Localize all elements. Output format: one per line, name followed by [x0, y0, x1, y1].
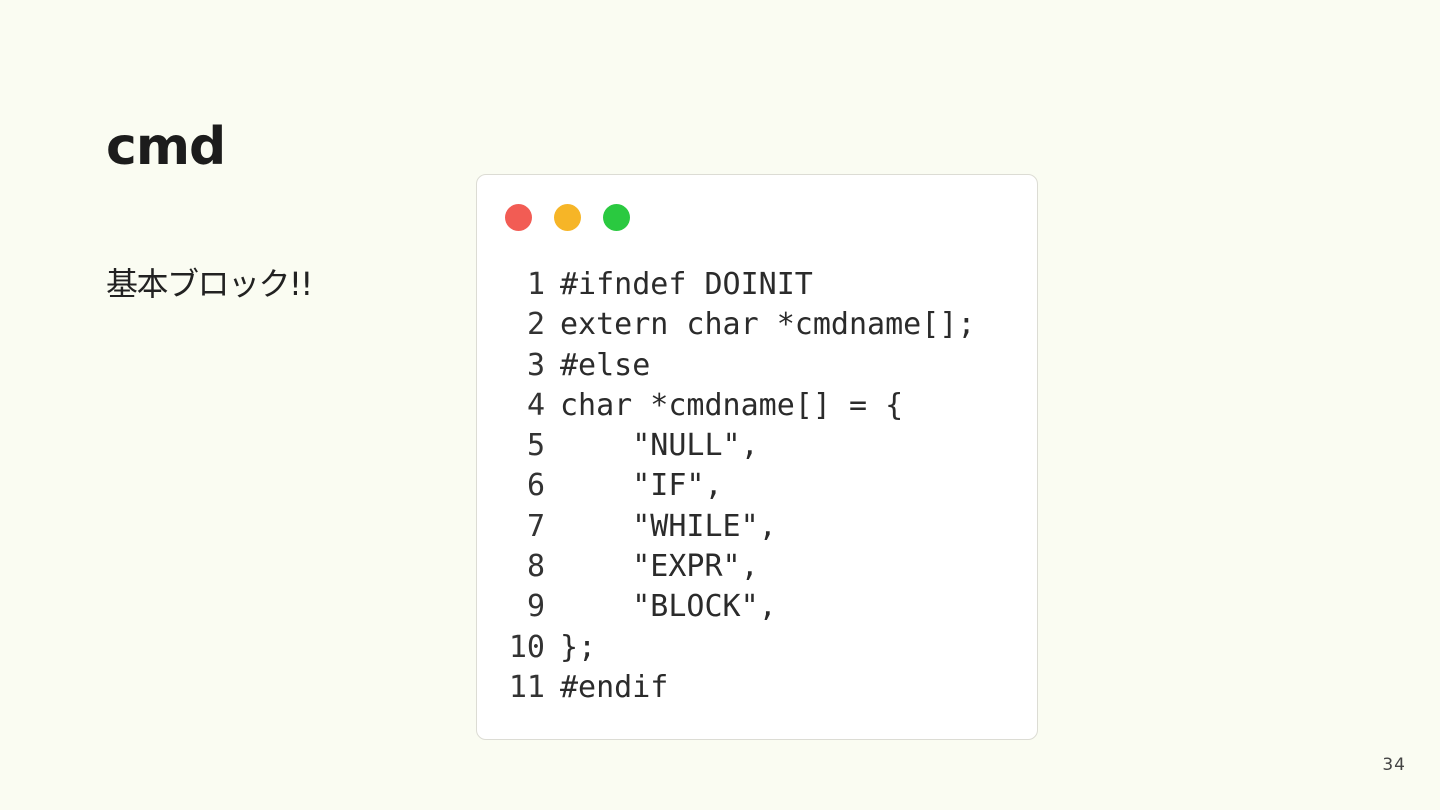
maximize-dot-icon — [603, 204, 630, 231]
close-dot-icon — [505, 204, 532, 231]
line-text: "EXPR", — [560, 549, 759, 585]
slide-subtitle: 基本ブロック!! — [106, 265, 313, 303]
code-line: 10}; — [505, 628, 975, 668]
line-text: #else — [560, 347, 651, 383]
code-line: 3 #else — [505, 346, 975, 386]
line-text: "IF", — [560, 468, 723, 504]
code-line: 1 #ifndef DOINIT — [505, 265, 975, 305]
line-number: 5 — [526, 428, 545, 464]
line-text: extern char *cmdname[]; — [560, 307, 976, 343]
code-line: 2 extern char *cmdname[]; — [505, 305, 975, 345]
code-line: 7 "WHILE", — [505, 507, 975, 547]
line-number: 7 — [526, 508, 545, 544]
line-number: 3 — [526, 347, 545, 383]
code-line: 8 "EXPR", — [505, 547, 975, 587]
line-text: "BLOCK", — [560, 589, 777, 625]
line-text: #endif — [560, 669, 669, 705]
code-line: 6 "IF", — [505, 466, 975, 506]
line-number: 8 — [526, 549, 545, 585]
line-number: 1 — [526, 267, 545, 302]
line-text: #ifndef DOINIT — [560, 267, 813, 302]
code-line: 5 "NULL", — [505, 426, 975, 466]
line-number: 10 — [508, 629, 545, 665]
code-line: 11 #endif — [505, 668, 975, 708]
line-text: "WHILE", — [560, 508, 777, 544]
line-text: char *cmdname[] = { — [560, 387, 904, 423]
page-number: 34 — [1382, 755, 1406, 775]
line-text: "NULL", — [560, 428, 759, 464]
code-line: 9 "BLOCK", — [505, 587, 975, 627]
window-controls — [505, 204, 630, 231]
code-window: 1 #ifndef DOINIT 2 extern char *cmdname[];… — [476, 174, 1038, 740]
line-number: 11 — [508, 669, 545, 705]
code-block: 1 #ifndef DOINIT 2 extern char *cmdname[];… — [505, 265, 976, 708]
slide-title: cmd — [106, 117, 226, 177]
line-number: 4 — [526, 387, 545, 423]
line-number: 2 — [526, 307, 545, 343]
code-line: 4 char *cmdname[] = { — [505, 386, 975, 426]
line-text: }; — [560, 629, 597, 665]
line-number: 9 — [526, 589, 545, 625]
line-number: 6 — [526, 468, 545, 504]
minimize-dot-icon — [554, 204, 581, 231]
